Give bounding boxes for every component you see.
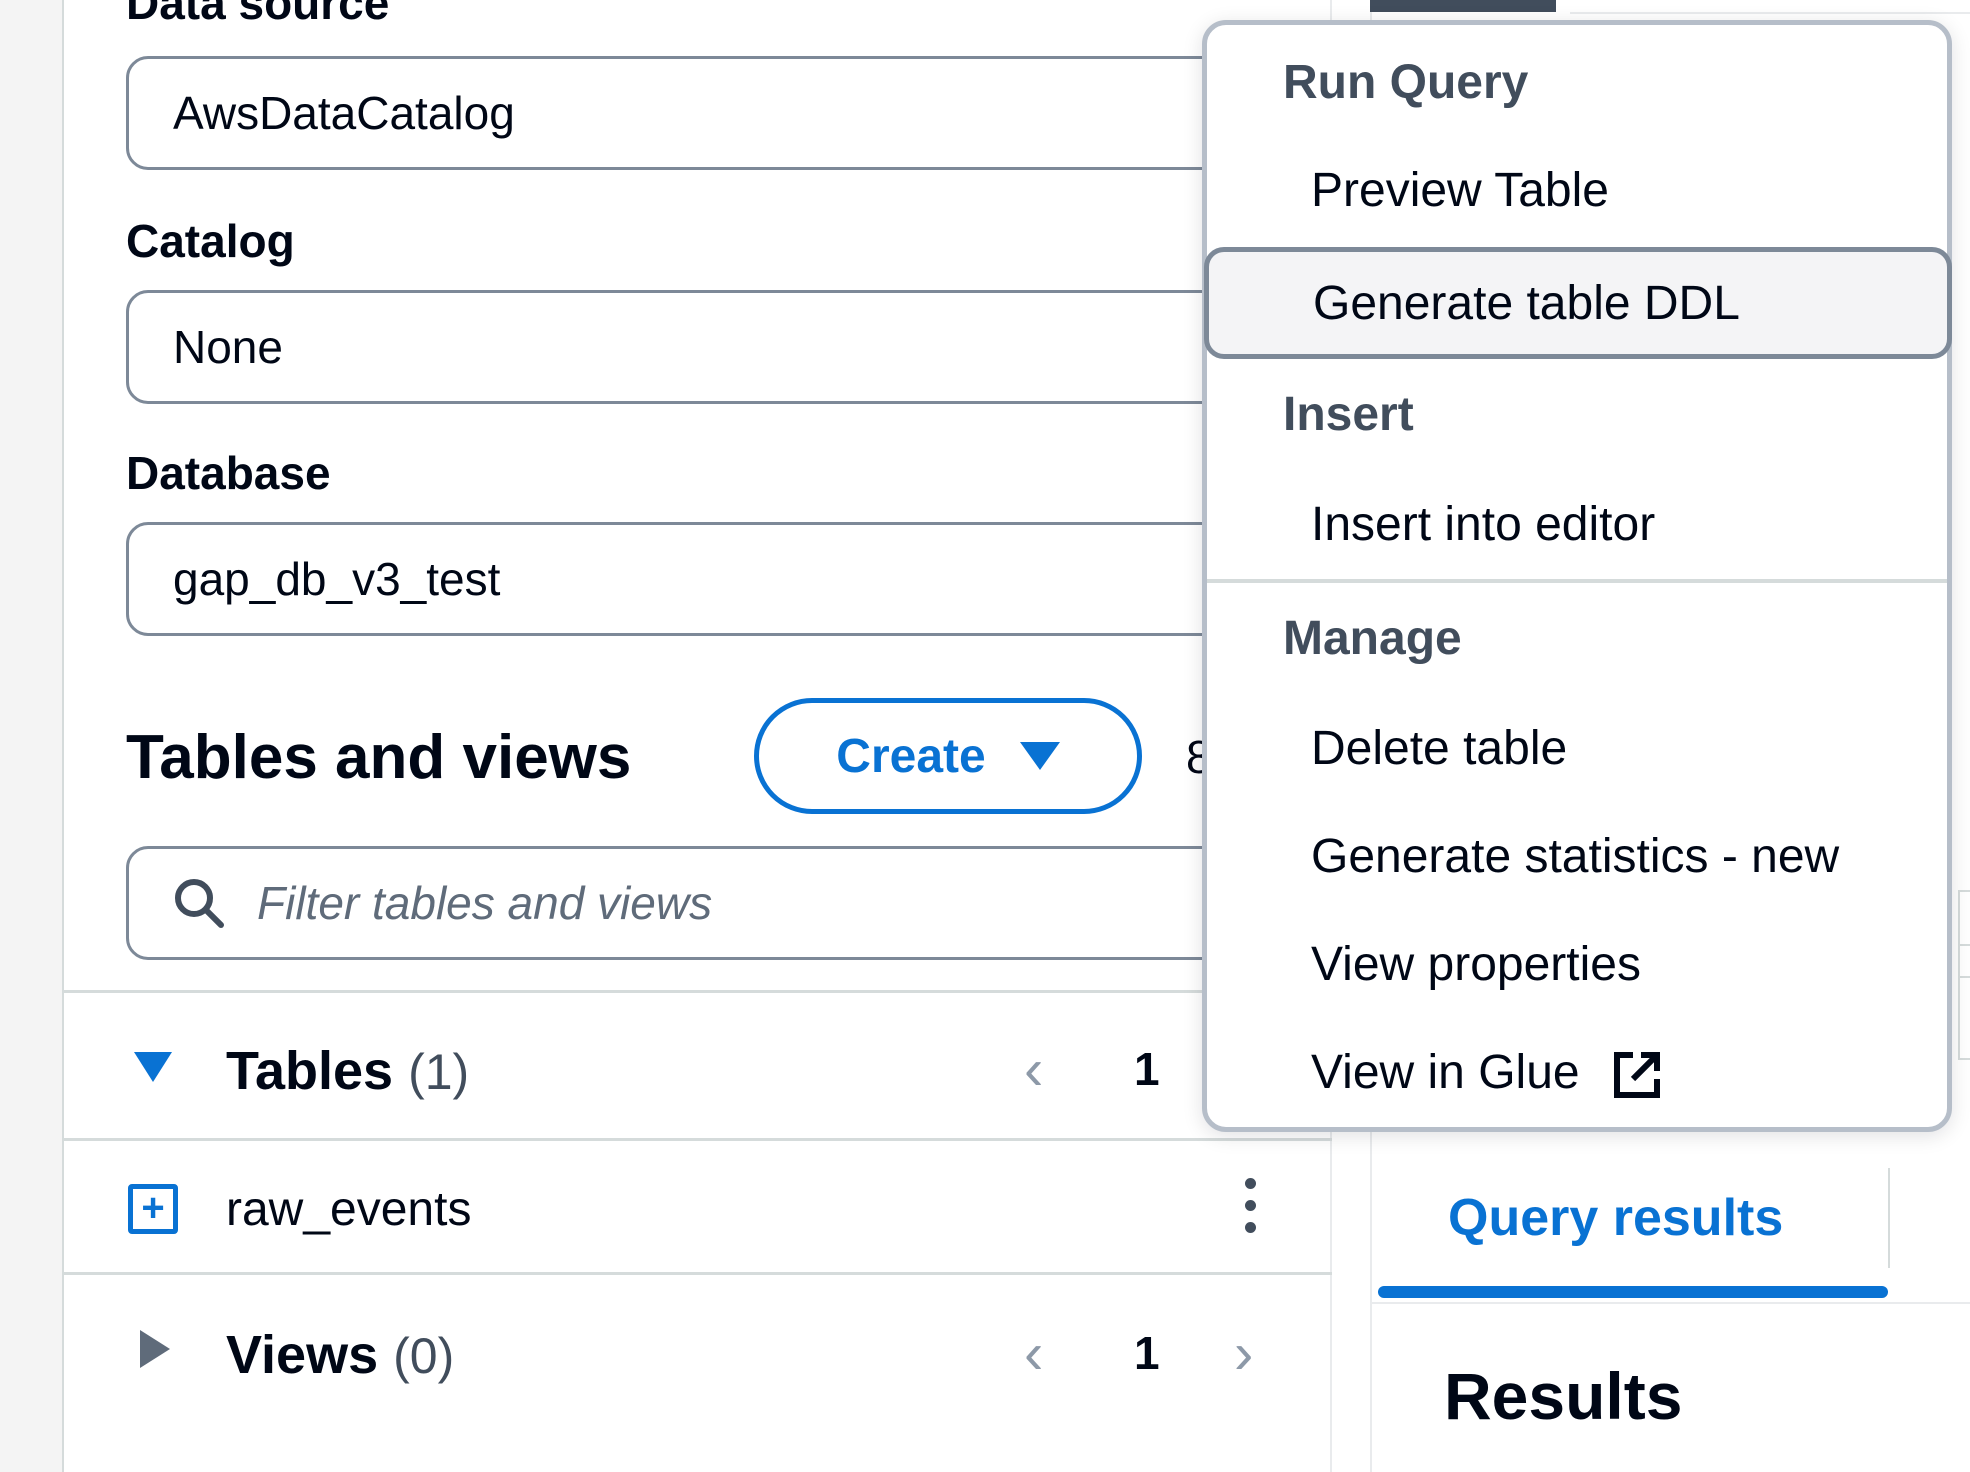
menu-item-label: View in Glue <box>1311 1046 1580 1099</box>
menu-item-view-properties[interactable]: View properties <box>1311 938 1641 991</box>
results-heading: Results <box>1444 1359 1683 1433</box>
search-icon <box>175 879 224 928</box>
catalog-label: Catalog <box>126 215 295 267</box>
menu-group-manage: Manage <box>1283 612 1462 665</box>
views-page-number: 1 <box>1134 1327 1160 1379</box>
views-section-label: Views <box>226 1325 379 1385</box>
table-name[interactable]: raw_events <box>226 1183 472 1236</box>
menu-item-delete-table[interactable]: Delete table <box>1311 722 1568 775</box>
menu-item-view-in-glue[interactable]: View in Glue <box>1311 1045 1663 1101</box>
divider <box>1570 12 1970 14</box>
menu-divider <box>1207 579 1947 583</box>
chevron-left-icon[interactable]: ‹ <box>1024 1321 1044 1386</box>
menu-item-insert-into-editor[interactable]: Insert into editor <box>1311 498 1656 551</box>
divider <box>64 1138 1332 1141</box>
views-count: (0) <box>393 1328 455 1384</box>
filter-tables-input[interactable] <box>257 876 1157 930</box>
caret-right-icon[interactable] <box>140 1330 170 1368</box>
tables-section-title: Tables (1) <box>226 1040 469 1102</box>
menu-item-generate-table-ddl[interactable]: Generate table DDL <box>1204 247 1952 359</box>
tables-count: (1) <box>408 1044 470 1100</box>
database-select[interactable]: gap_db_v3_test <box>126 522 1326 636</box>
data-source-value: AwsDataCatalog <box>173 87 515 139</box>
data-source-select[interactable]: AwsDataCatalog <box>126 56 1326 170</box>
tab-separator <box>1888 1168 1890 1268</box>
divider <box>64 990 1332 993</box>
clipped-panel-edge <box>1958 976 1970 1060</box>
caret-down-icon[interactable] <box>134 1052 172 1082</box>
menu-item-preview-table[interactable]: Preview Table <box>1311 164 1609 217</box>
more-actions-icon[interactable] <box>1240 1178 1260 1238</box>
external-link-icon <box>1613 1052 1660 1099</box>
chevron-left-icon[interactable]: ‹ <box>1024 1037 1044 1102</box>
divider <box>64 1272 1332 1275</box>
tables-and-views-heading: Tables and views <box>126 723 632 792</box>
editor-tab-indicator <box>1370 0 1556 12</box>
tab-query-results[interactable]: Query results <box>1448 1189 1784 1247</box>
caret-down-icon <box>1019 742 1060 770</box>
tables-section-label: Tables <box>226 1041 394 1101</box>
database-value: gap_db_v3_test <box>173 553 501 605</box>
tables-page-number: 1 <box>1134 1043 1160 1095</box>
menu-group-insert: Insert <box>1283 388 1414 441</box>
data-source-label: Data source <box>126 0 390 29</box>
menu-item-generate-statistics[interactable]: Generate statistics - new <box>1311 830 1840 883</box>
tables-section-header[interactable]: Tables (1) ‹ 1 <box>64 1002 1332 1130</box>
views-section-title: Views (0) <box>226 1324 454 1386</box>
table-actions-menu: Run Query Preview Table Generate table D… <box>1202 20 1952 1132</box>
views-section-header[interactable]: Views (0) ‹ 1 › <box>64 1286 1332 1414</box>
table-row[interactable]: + raw_events <box>64 1142 1332 1272</box>
create-button[interactable]: Create <box>754 698 1142 814</box>
create-button-label: Create <box>836 729 986 783</box>
catalog-value: None <box>173 321 283 373</box>
divider <box>1370 1302 1970 1304</box>
expand-plus-icon[interactable]: + <box>128 1184 178 1234</box>
catalog-select[interactable]: None <box>126 290 1326 404</box>
menu-group-run-query: Run Query <box>1283 56 1529 109</box>
menu-item-label: Generate table DDL <box>1313 276 1740 330</box>
left-gutter <box>0 0 64 1472</box>
active-tab-indicator <box>1378 1286 1888 1298</box>
database-label: Database <box>126 447 331 499</box>
filter-tables-input-wrapper[interactable] <box>126 846 1326 960</box>
chevron-right-icon[interactable]: › <box>1234 1321 1254 1386</box>
